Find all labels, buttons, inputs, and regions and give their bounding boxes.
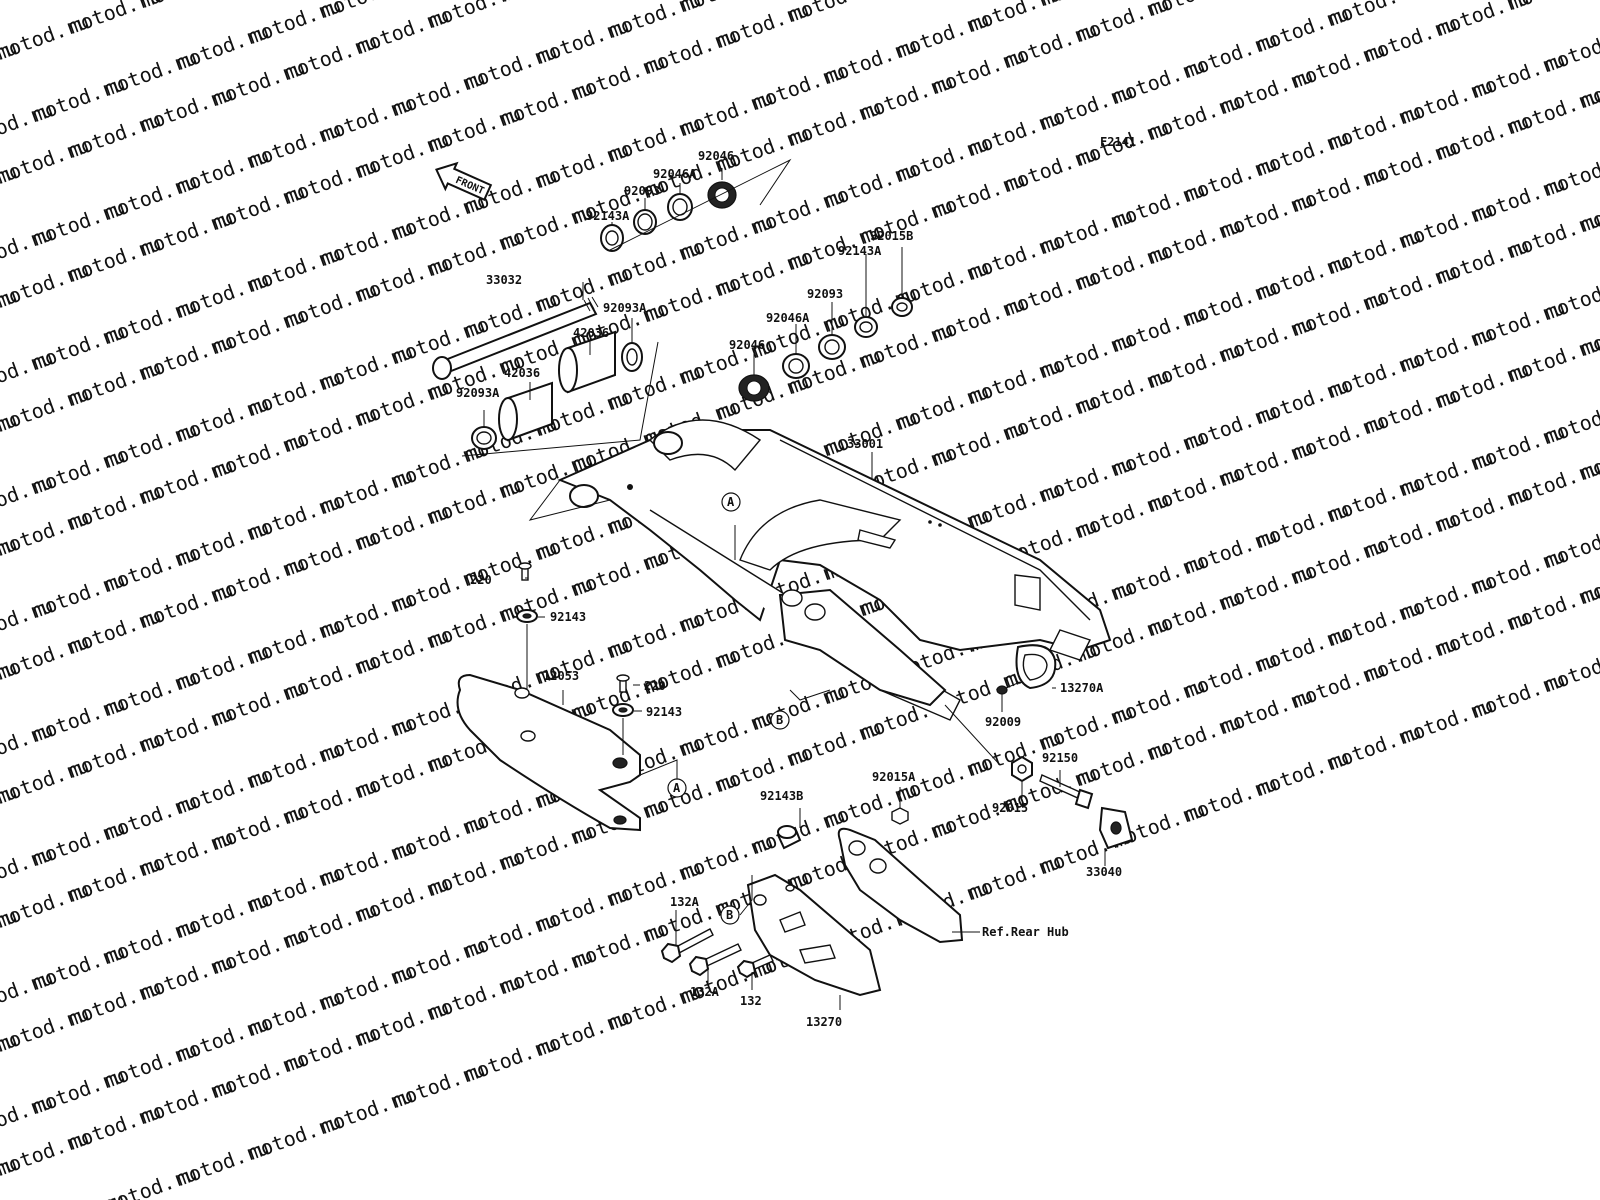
pivot-shaft-33032 [432, 296, 599, 380]
bolt-220-upper [518, 562, 532, 581]
nut-92015A [891, 807, 909, 825]
part-label: 92143 [550, 610, 586, 624]
chain-guide-block [837, 827, 964, 944]
callout-A-upper: A [721, 492, 741, 512]
part-label: 132A [670, 895, 700, 909]
part-label: 92093A [603, 301, 647, 315]
part-label: 92009 [985, 715, 1021, 729]
part-label: 92093 [807, 287, 843, 301]
part-label: 92046A [766, 311, 810, 325]
seal-92093-top [633, 209, 657, 235]
seal-92046A-right [782, 353, 810, 379]
part-label: 92143A [586, 209, 630, 223]
chain-adjuster-13270A [1015, 644, 1057, 690]
svg-text:B: B [726, 908, 733, 922]
needle-bearing-92046-top [707, 181, 737, 209]
part-label: 92015 [992, 801, 1028, 815]
part-label: 42036 [504, 366, 540, 380]
part-label: 92015B [870, 229, 913, 243]
washer-92143-upper [516, 609, 538, 623]
watermark-text: motod.ru [1542, 393, 1600, 448]
part-label: 92015A [872, 770, 916, 784]
collar-42036-upper [558, 330, 616, 394]
watermark-text: motod.ru [1506, 0, 1600, 15]
part-label: 92046 [729, 338, 765, 352]
watermark-text: motod.ru [1542, 641, 1600, 696]
part-label: 92046A [653, 167, 697, 181]
callout-A-lower: A [667, 778, 687, 798]
washer-92143A-top [600, 224, 624, 252]
bolt-92150 [1039, 774, 1094, 810]
part-label: 92046 [698, 149, 734, 163]
part-label: 13270A [1060, 681, 1104, 695]
seal-92093A-lower [471, 426, 497, 450]
part-label: 220 [644, 679, 666, 693]
chain-guide-plate [778, 588, 947, 707]
chain-slider-12053 [456, 673, 641, 832]
chain-guide-13270 [746, 873, 882, 997]
needle-bearing-92046-right [738, 374, 770, 402]
nut-92015 [1011, 755, 1033, 783]
part-label: 220 [470, 573, 492, 587]
part-label: 12053 [543, 669, 579, 683]
washer-92143-lower [612, 703, 634, 717]
seal-92093A-upper [621, 342, 643, 372]
callout-B-lower: B [720, 905, 740, 925]
watermark-text: motod.ru [1542, 21, 1600, 76]
svg-text:A: A [673, 781, 681, 795]
watermark-text: motod.ru [138, 0, 237, 13]
callout-B-upper: B [770, 710, 790, 730]
part-label: 132A [690, 985, 720, 999]
watermark-text: motod.ru [498, 0, 597, 7]
leader-lines [461, 158, 1106, 1010]
part-label: 92143A [838, 244, 882, 258]
svg-text:B: B [776, 713, 783, 727]
part-label: 132 [740, 994, 762, 1008]
seal-92046A-top [667, 193, 693, 221]
bolt-132A-lower [688, 943, 742, 977]
block-33040 [1098, 806, 1134, 850]
ref-rear-hub-label: Ref.Rear Hub [982, 925, 1069, 939]
seal-92093-right [818, 334, 846, 360]
screw-92009 [996, 681, 1021, 695]
watermark-text: motod.ru [858, 0, 957, 1]
washer-92143A-right [854, 316, 878, 338]
part-label: 92150 [1042, 751, 1078, 765]
part-label: 92093 [624, 184, 660, 198]
watermark-text: motod.ru [1146, 0, 1245, 21]
watermark-text: motod.ru [1542, 269, 1600, 324]
bolt-220-lower [616, 674, 630, 693]
watermark-text: motod.ru [1542, 517, 1600, 572]
watermark-text: motod.ru [0, 0, 56, 3]
part-label: 92143B [760, 789, 803, 803]
part-labels: 92046 92046A 92093 92143A 33032 92093A 4… [456, 149, 1122, 1029]
bolt-132 [736, 954, 774, 979]
part-label: 33040 [1086, 865, 1122, 879]
watermark-text: motod.ru [786, 0, 885, 27]
collar-42036-lower [498, 381, 553, 442]
part-label: 92143 [646, 705, 682, 719]
part-label: 33001 [847, 437, 883, 451]
part-label: 13270 [806, 1015, 842, 1029]
bolt-132A-upper [660, 928, 714, 964]
nut-92015B [891, 297, 913, 317]
figure-code: F2141 [1100, 135, 1136, 149]
watermark-text: motod.ru [1542, 145, 1600, 200]
part-label: 33032 [486, 273, 522, 287]
part-label: 42036 [573, 326, 609, 340]
svg-text:A: A [727, 495, 735, 509]
part-label: 92093A [456, 386, 500, 400]
collar-92143B [776, 825, 802, 850]
